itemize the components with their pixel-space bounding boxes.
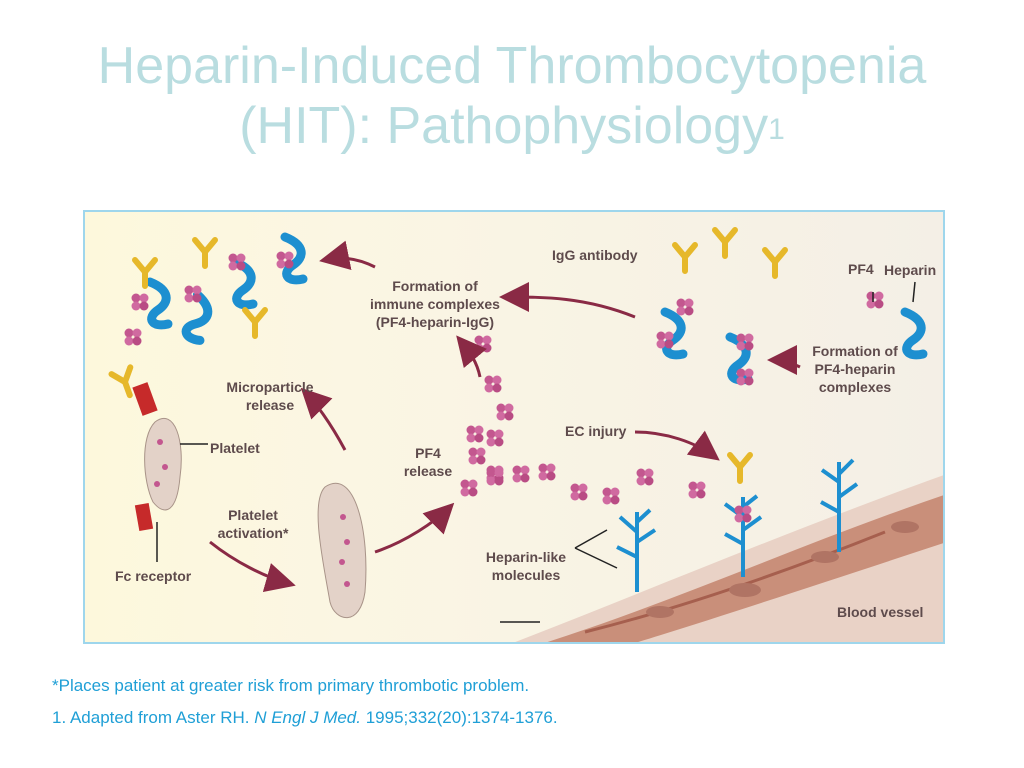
label-igg-antibody: IgG antibody <box>552 247 638 263</box>
label-microparticle-line2: release <box>245 397 295 413</box>
slide-title-line2-text: (HIT): Pathophysiology <box>239 97 769 155</box>
label-formation-immune-line2: immune complexes <box>370 296 500 312</box>
blood-vessel-illustration <box>515 475 943 642</box>
pathophysiology-diagram: IgG antibody PF4 Heparin Formation of im… <box>83 210 945 644</box>
label-pf4-release-line1: PF4 <box>415 445 441 461</box>
reference-prefix: 1. Adapted from Aster RH. <box>52 708 250 727</box>
label-ec-injury: EC injury <box>565 423 627 439</box>
label-formation-immune-line1: Formation of <box>392 278 478 294</box>
activated-platelet-illustration <box>317 482 367 619</box>
label-formation-pf4-heparin: Formation of PF4-heparin complexes <box>795 342 915 396</box>
slide-title-line2: (HIT): Pathophysiology1 <box>0 96 1024 156</box>
process-arrows <box>209 240 801 592</box>
label-pf4-release: PF4 release <box>388 444 468 480</box>
platelet-illustration <box>132 382 182 532</box>
label-microparticle-release: Microparticle release <box>210 378 330 414</box>
label-formation-pf4-line1: Formation of <box>812 343 898 359</box>
label-platelet: Platelet <box>210 440 260 456</box>
title-footnote-marker: 1 <box>768 113 785 146</box>
label-formation-pf4-line3: complexes <box>818 379 892 395</box>
reference-suffix: 1995;332(20):1374-1376. <box>365 708 558 727</box>
reference-journal: N Engl J Med. <box>254 708 361 727</box>
footnote-reference: 1. Adapted from Aster RH. N Engl J Med. … <box>52 708 558 728</box>
label-heparin-like-line1: Heparin-like <box>485 549 567 565</box>
slide-title: Heparin-Induced Thrombocytopenia (HIT): … <box>0 36 1024 156</box>
slide-title-line1: Heparin-Induced Thrombocytopenia <box>97 37 927 95</box>
label-heparin: Heparin <box>884 262 937 278</box>
label-heparin-like-line2: molecules <box>491 567 561 583</box>
label-formation-immune-complexes: Formation of immune complexes (PF4-hepar… <box>360 277 510 331</box>
label-microparticle-line1: Microparticle <box>226 379 314 395</box>
label-formation-immune-line3: (PF4-heparin-IgG) <box>375 314 495 330</box>
label-blood-vessel: Blood vessel <box>837 604 924 620</box>
label-fc-receptor: Fc receptor <box>115 568 192 584</box>
leader-lines <box>156 281 916 623</box>
heparin-like-molecules <box>616 458 859 592</box>
diagram-illustration <box>85 212 943 642</box>
footnote-risk: *Places patient at greater risk from pri… <box>52 676 530 695</box>
label-heparin-like-molecules: Heparin-like molecules <box>471 548 581 584</box>
label-platelet-activation: Platelet activation* <box>198 506 308 542</box>
label-pf4: PF4 <box>848 261 874 277</box>
label-platelet-activation-line2: activation* <box>217 525 289 541</box>
label-platelet-activation-line1: Platelet <box>228 507 278 523</box>
label-formation-pf4-line2: PF4-heparin <box>814 361 896 377</box>
label-pf4-release-line2: release <box>403 463 453 479</box>
